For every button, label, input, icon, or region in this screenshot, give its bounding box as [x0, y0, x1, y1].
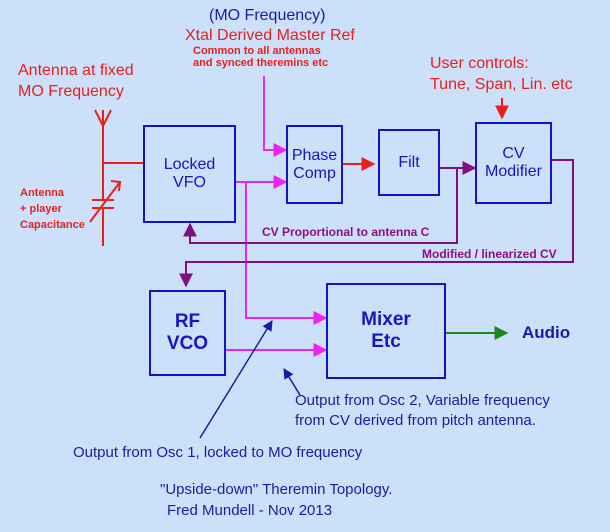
osc2-annotation: Output from Osc 2, Variable frequency fr…: [295, 392, 550, 429]
filt-label: Filt: [398, 153, 420, 171]
mixer-label: Mixer Etc: [361, 309, 411, 352]
arrow-modified-cv-to-vco: [179, 159, 574, 288]
locked-vfo-label: Locked VFO: [163, 156, 216, 191]
common-note: Common to all antennas and synced therem…: [193, 45, 329, 69]
audio-label: Audio: [522, 323, 571, 342]
antenna-capacitance-label: Antenna + player Capacitance: [20, 187, 85, 231]
cv-modifier-block: CV Modifier: [475, 122, 552, 204]
locked-vfo-block: Locked VFO: [143, 125, 236, 223]
arrow-vfo-to-mixer: [245, 182, 328, 325]
pointer-osc2: [283, 368, 301, 396]
arrow-cv-feedback-to-vfo: [183, 168, 458, 244]
filt-block: Filt: [378, 129, 440, 196]
caption-author: Fred Mundell - Nov 2013: [167, 502, 333, 519]
variable-capacitor-symbol: [89, 163, 122, 246]
user-controls-label: User controls: Tune, Span, Lin. etc: [430, 55, 573, 94]
phase-comp-label: Phase Comp: [291, 146, 338, 182]
antenna-fixed-label: Antenna at fixed MO Frequency: [18, 62, 134, 100]
rf-vco-block: RF VCO: [149, 290, 226, 376]
osc1-annotation: Output from Osc 1, locked to MO frequenc…: [73, 444, 363, 461]
pointer-osc1: [199, 320, 273, 439]
phase-comp-block: Phase Comp: [286, 125, 343, 204]
xtal-ref-label: Xtal Derived Master Ref: [185, 27, 355, 44]
caption-title: "Upside-down" Theremin Topology.: [160, 481, 393, 498]
cv-modifier-label: CV Modifier: [485, 145, 542, 180]
cv-proportional-label: CV Proportional to antenna C: [262, 225, 430, 239]
mo-frequency-label: (MO Frequency): [209, 7, 326, 24]
antenna-symbol: [94, 109, 112, 163]
modified-cv-label: Modified / linearized CV: [422, 247, 557, 261]
mixer-block: Mixer Etc: [326, 283, 446, 379]
arrow-xtal-ref-to-phase: [263, 76, 288, 157]
rf-vco-label: RF VCO: [166, 311, 209, 354]
